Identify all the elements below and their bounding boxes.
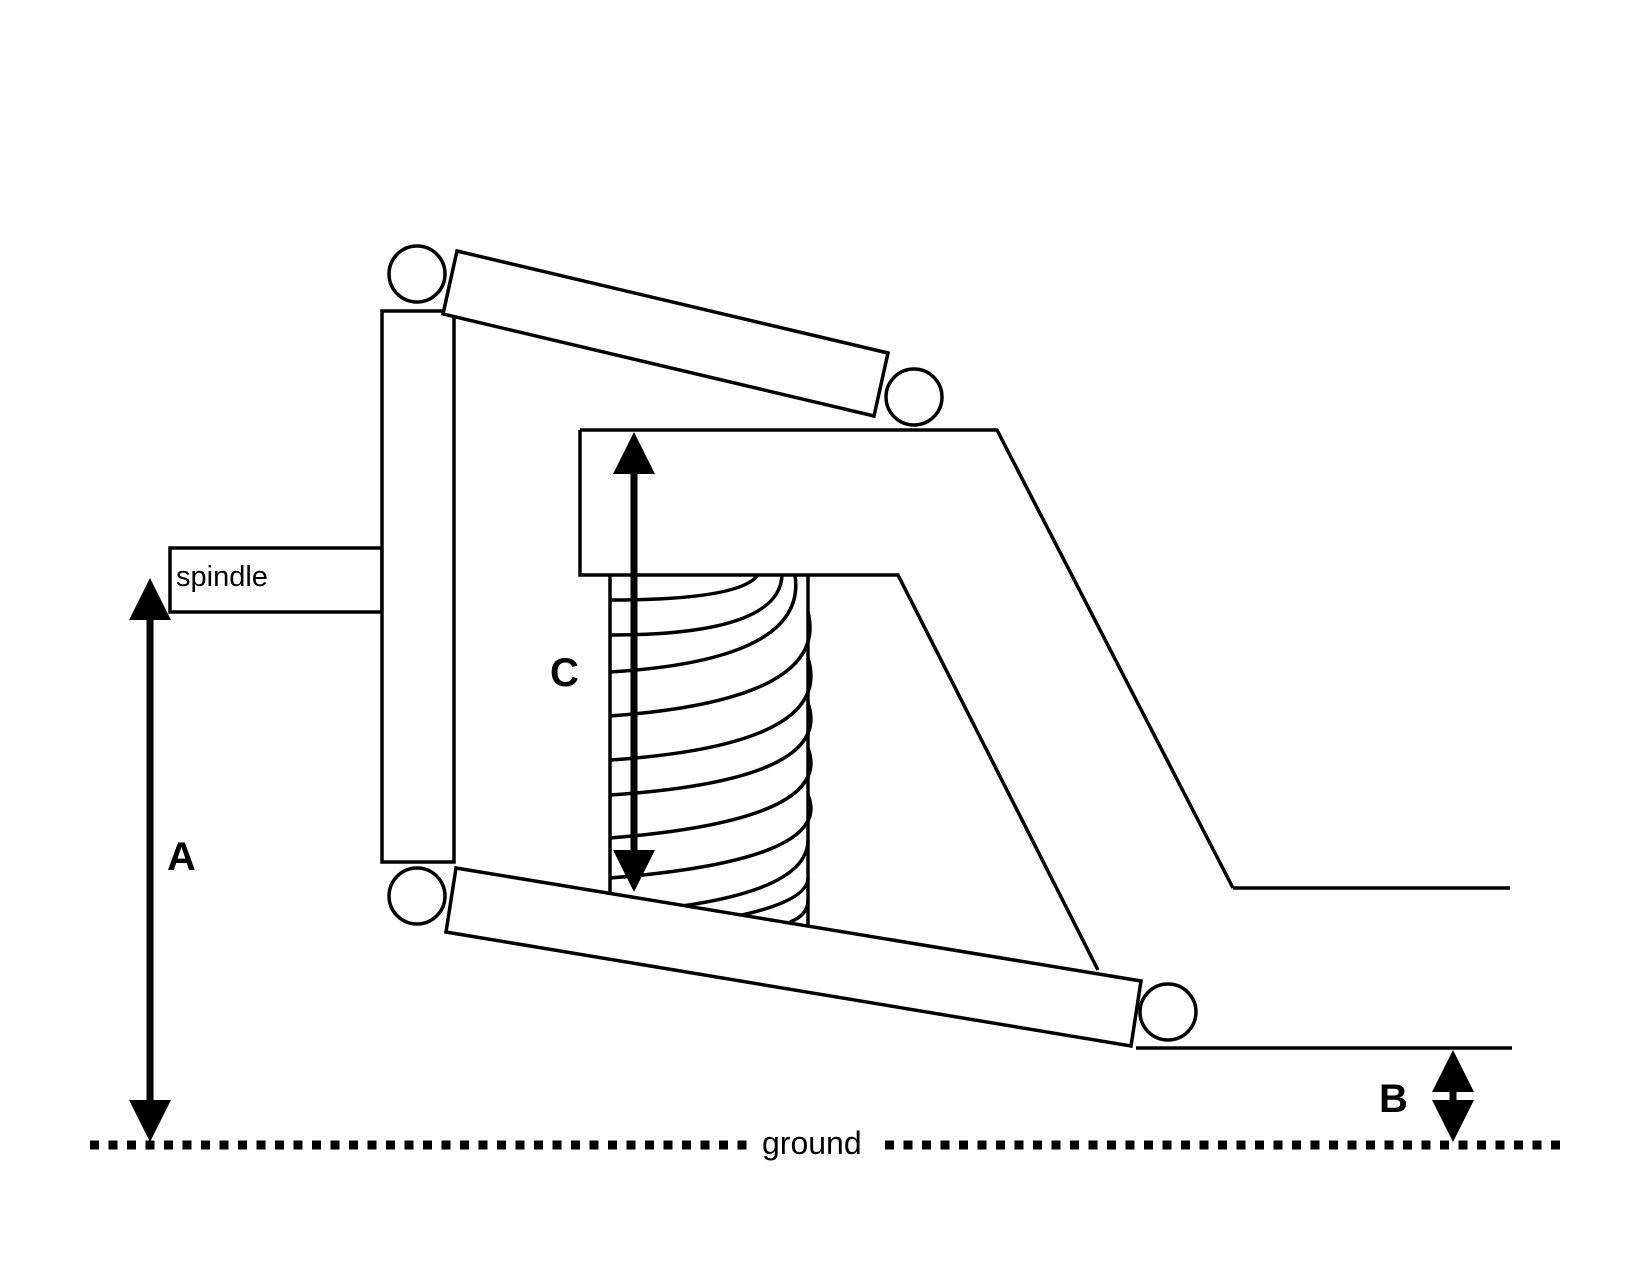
dimension-b-label: B (1379, 1077, 1408, 1121)
upper-control-arm (440, 248, 891, 419)
upright (380, 309, 456, 864)
dimension-a-label: A (167, 835, 196, 879)
frame (578, 428, 1512, 1050)
upper-ball-joint (387, 244, 447, 304)
frame-outer-edge (580, 428, 1235, 889)
dimension-a-arrow (129, 578, 171, 1142)
upper-arm-frame-pivot (884, 367, 944, 427)
dimension-c-label: C (550, 651, 579, 695)
coil-spring (608, 573, 813, 925)
frame-inner-edge (578, 430, 1100, 971)
lower-control-arm (444, 865, 1143, 1049)
spindle-label: spindle (176, 561, 268, 593)
ground-label: ground (762, 1125, 862, 1161)
lower-arm-frame-pivot (1138, 982, 1198, 1042)
spindle (168, 546, 384, 614)
dimension-b-arrow (1432, 1050, 1474, 1142)
dimension-c-arrow (613, 432, 655, 892)
lower-ball-joint (387, 866, 447, 926)
